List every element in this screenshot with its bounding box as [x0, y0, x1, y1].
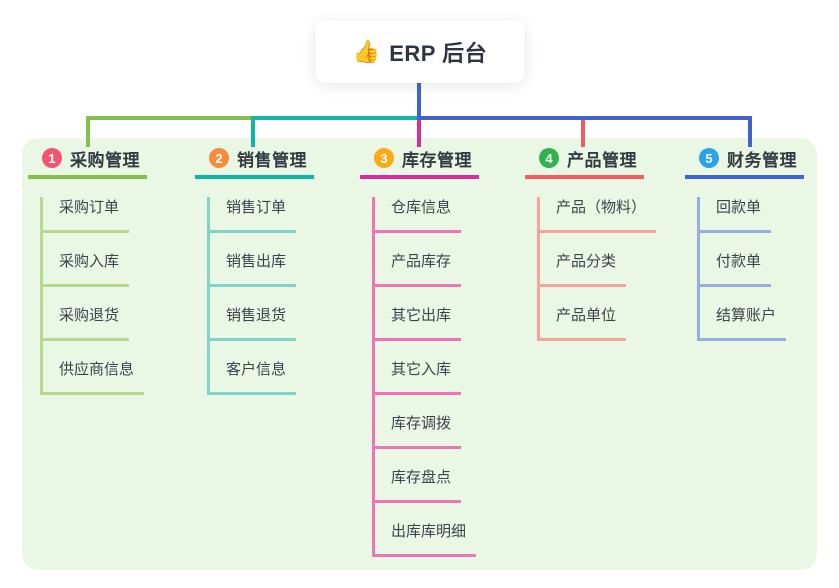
- mindmap-canvas-panel: [22, 138, 817, 570]
- child-node[interactable]: 结算账户: [700, 305, 787, 341]
- child-node[interactable]: 回款单: [700, 197, 772, 233]
- child-node[interactable]: 销售出库: [210, 251, 297, 287]
- root-node-erp[interactable]: 👍 ERP 后台: [315, 20, 525, 83]
- child-node[interactable]: 库存盘点: [375, 467, 462, 503]
- branch-number-badge: 1: [42, 148, 62, 168]
- child-node[interactable]: 供应商信息: [43, 359, 145, 395]
- topic-node[interactable]: 3 库存管理: [360, 146, 479, 179]
- child-node[interactable]: 采购退货: [43, 305, 130, 341]
- branch-product: 4 产品管理 产品（物料） 产品分类产品单位: [525, 146, 657, 341]
- child-node[interactable]: 仓库信息: [375, 197, 462, 233]
- branch-number-badge: 3: [374, 148, 394, 168]
- branch-finance: 5 财务管理 回款单付款单结算账户: [685, 146, 804, 341]
- child-node[interactable]: 产品（物料）: [540, 197, 657, 233]
- branch-number-badge: 4: [539, 148, 559, 168]
- topic-label: 产品管理: [567, 150, 637, 170]
- child-node[interactable]: 库存调拨: [375, 413, 462, 449]
- child-node[interactable]: 其它出库: [375, 305, 462, 341]
- child-node[interactable]: 出库库明细: [375, 521, 477, 557]
- branch-sales: 2 销售管理 销售订单销售出库销售退货客户信息: [195, 146, 314, 395]
- child-list: 产品（物料） 产品分类产品单位: [537, 197, 657, 341]
- root-title: ERP 后台: [389, 40, 488, 66]
- topic-label: 财务管理: [727, 150, 797, 170]
- topic-label: 库存管理: [402, 150, 472, 170]
- topic-node[interactable]: 1 采购管理: [28, 146, 147, 179]
- topic-node[interactable]: 2 销售管理: [195, 146, 314, 179]
- child-node[interactable]: 采购订单: [43, 197, 130, 233]
- branch-inventory: 3 库存管理 仓库信息产品库存其它出库其它入库库存调拨库存盘点出库库明细: [360, 146, 479, 557]
- thumbs-up-icon: 👍: [352, 38, 381, 64]
- child-node[interactable]: 销售退货: [210, 305, 297, 341]
- child-node[interactable]: 产品分类: [540, 251, 627, 287]
- child-node[interactable]: 销售订单: [210, 197, 297, 233]
- child-node[interactable]: 产品单位: [540, 305, 627, 341]
- topic-label: 采购管理: [70, 150, 140, 170]
- child-list: 采购订单采购入库采购退货供应商信息: [40, 197, 145, 395]
- topic-node[interactable]: 4 产品管理: [525, 146, 644, 179]
- child-list: 销售订单销售出库销售退货客户信息: [207, 197, 297, 395]
- child-node[interactable]: 产品库存: [375, 251, 462, 287]
- branch-number-badge: 5: [699, 148, 719, 168]
- child-list: 仓库信息产品库存其它出库其它入库库存调拨库存盘点出库库明细: [372, 197, 477, 557]
- branch-number-badge: 2: [209, 148, 229, 168]
- child-node[interactable]: 付款单: [700, 251, 772, 287]
- topic-label: 销售管理: [237, 150, 307, 170]
- topic-node[interactable]: 5 财务管理: [685, 146, 804, 179]
- child-list: 回款单付款单结算账户: [697, 197, 787, 341]
- child-node[interactable]: 其它入库: [375, 359, 462, 395]
- branch-procurement: 1 采购管理 采购订单采购入库采购退货供应商信息: [28, 146, 147, 395]
- child-node[interactable]: 客户信息: [210, 359, 297, 395]
- child-node[interactable]: 采购入库: [43, 251, 130, 287]
